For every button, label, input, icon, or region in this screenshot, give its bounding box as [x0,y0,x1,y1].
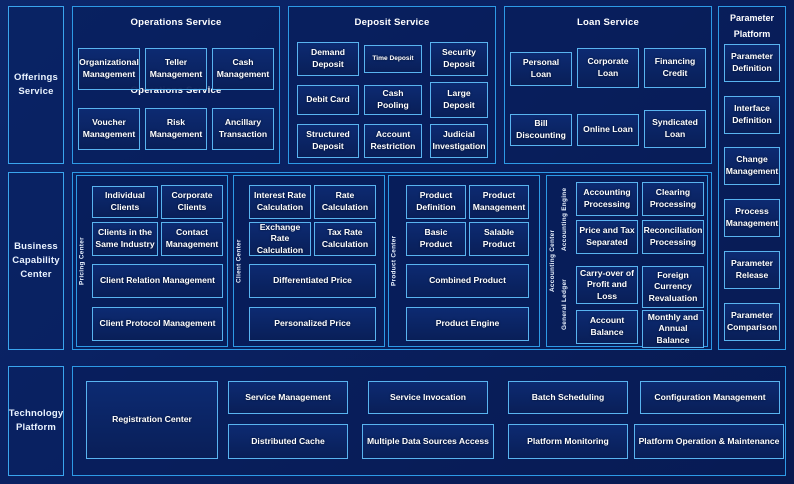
group-title-operations-service: Operations Service [130,17,222,28]
parameter-platform-title-line1: Parameter [729,13,775,23]
node-tax-rate-calculation[interactable]: Tax Rate Calculation [314,222,376,256]
node-change-management[interactable]: Change Management [724,147,780,185]
node-interface-definition[interactable]: Interface Definition [724,96,780,134]
node-reconciliation-processing[interactable]: Reconciliation Processing [642,220,704,254]
node-corporate-loan[interactable]: Corporate Loan [577,48,639,88]
node-cash-pooling[interactable]: Cash Pooling [364,85,422,115]
node-carry-over-of-profit-and-loss[interactable]: Carry-over of Profit and Loss [576,266,638,304]
parameter-platform-title-line2: Platform [733,29,771,39]
node-structured-deposit[interactable]: Structured Deposit [297,124,359,158]
node-personalized-price[interactable]: Personalized Price [249,307,376,341]
node-accounting-processing[interactable]: Accounting Processing [576,182,638,216]
node-clearing-processing[interactable]: Clearing Processing [642,182,704,216]
node-time-deposit[interactable]: Time Deposit [364,45,422,73]
node-contact-management[interactable]: Contact Management [161,222,223,256]
node-parameter-comparison[interactable]: Parameter Comparison [724,303,780,341]
row-label-offerings-service[interactable]: Offerings Service [8,6,64,164]
node-price-and-tax-separated[interactable]: Price and Tax Separated [576,220,638,254]
group-title-deposit-service: Deposit Service [354,17,430,28]
row-label-offerings-service-text: Offerings Service [13,72,59,97]
vertical-label-accounting-center: Accounting Center [549,229,556,293]
node-service-invocation[interactable]: Service Invocation [368,381,488,414]
node-account-restriction[interactable]: Account Restriction [364,124,422,158]
node-parameter-release[interactable]: Parameter Release [724,251,780,289]
node-registration-center[interactable]: Registration Center [86,381,218,459]
node-foreign-currency-revaluation[interactable]: Foreign Currency Revaluation [642,266,704,308]
node-ancillary-transaction[interactable]: Ancillary Transaction [212,108,274,150]
node-monthly-and-annual-balance[interactable]: Monthly and Annual Balance [642,310,704,348]
row-label-technology-platform[interactable]: Technology Platform [8,366,64,476]
node-platform-operation-and-maintenance[interactable]: Platform Operation & Maintenance [634,424,784,459]
node-multiple-data-sources-access[interactable]: Multiple Data Sources Access [362,424,494,459]
node-security-deposit[interactable]: Security Deposit [430,42,488,76]
node-rate-calculation[interactable]: Rate Calculation [314,185,376,219]
vertical-label-product-center: Product Center [390,235,398,287]
row-label-business-capability-center[interactable]: Business Capability Center [8,172,64,350]
node-clients-in-the-same-industry[interactable]: Clients in the Same Industry [92,222,158,256]
node-cash-management[interactable]: Cash Management [212,48,274,90]
node-configuration-management[interactable]: Configuration Management [640,381,780,414]
node-online-loan[interactable]: Online Loan [577,114,639,146]
node-bill-discounting[interactable]: Bill Discounting [510,114,572,146]
node-product-definition[interactable]: Product Definition [406,185,466,219]
node-corporate-clients[interactable]: Corporate Clients [161,185,223,219]
node-teller-management[interactable]: Teller Management [145,48,207,90]
vertical-label-pricing-center: Pricing Center [78,237,86,285]
node-client-relation-management[interactable]: Client Relation Management [92,264,223,298]
node-risk-management[interactable]: Risk Management [145,108,207,150]
node-combined-product[interactable]: Combined Product [406,264,529,298]
group-title-loan-service: Loan Service [576,17,640,28]
vertical-label-general-ledger: General Ledger [561,278,568,330]
node-platform-monitoring[interactable]: Platform Monitoring [508,424,628,459]
row-label-technology-platform-text: Technology Platform [8,408,64,433]
node-account-balance[interactable]: Account Balance [576,310,638,344]
node-service-management[interactable]: Service Management [228,381,348,414]
node-voucher-management[interactable]: Voucher Management [78,108,140,150]
node-organizational-management[interactable]: Organizational Management [78,48,140,90]
node-exchange-rate-calculation[interactable]: Exchange Rate Calculation [249,222,311,256]
row-label-business-capability-center-text: Business Capability Center [12,241,60,280]
vertical-label-client-center: Client Center [235,239,243,283]
node-salable-product[interactable]: Salable Product [469,222,529,256]
node-basic-product[interactable]: Basic Product [406,222,466,256]
node-batch-scheduling[interactable]: Batch Scheduling [508,381,628,414]
node-differentiated-price[interactable]: Differentiated Price [249,264,376,298]
node-parameter-definition[interactable]: Parameter Definition [724,44,780,82]
node-judicial-investigation[interactable]: Judicial Investigation [430,124,488,158]
node-process-management[interactable]: Process Management [724,199,780,237]
node-large-deposit[interactable]: Large Deposit [430,82,488,118]
node-interest-rate-calculation[interactable]: Interest Rate Calculation [249,185,311,219]
node-financing-credit[interactable]: Financing Credit [644,48,706,88]
node-product-management[interactable]: Product Management [469,185,529,219]
node-syndicated-loan[interactable]: Syndicated Loan [644,110,706,148]
vertical-label-accounting-engine: Accounting Engine [561,187,568,251]
node-demand-deposit[interactable]: Demand Deposit [297,42,359,76]
node-distributed-cache[interactable]: Distributed Cache [228,424,348,459]
group-title-operations-service-overlay: Operations Service [130,85,222,96]
node-individual-clients[interactable]: Individual Clients [92,186,158,218]
node-product-engine[interactable]: Product Engine [406,307,529,341]
node-personal-loan[interactable]: Personal Loan [510,52,572,86]
node-client-protocol-management[interactable]: Client Protocol Management [92,307,223,341]
node-debit-card[interactable]: Debit Card [297,85,359,115]
